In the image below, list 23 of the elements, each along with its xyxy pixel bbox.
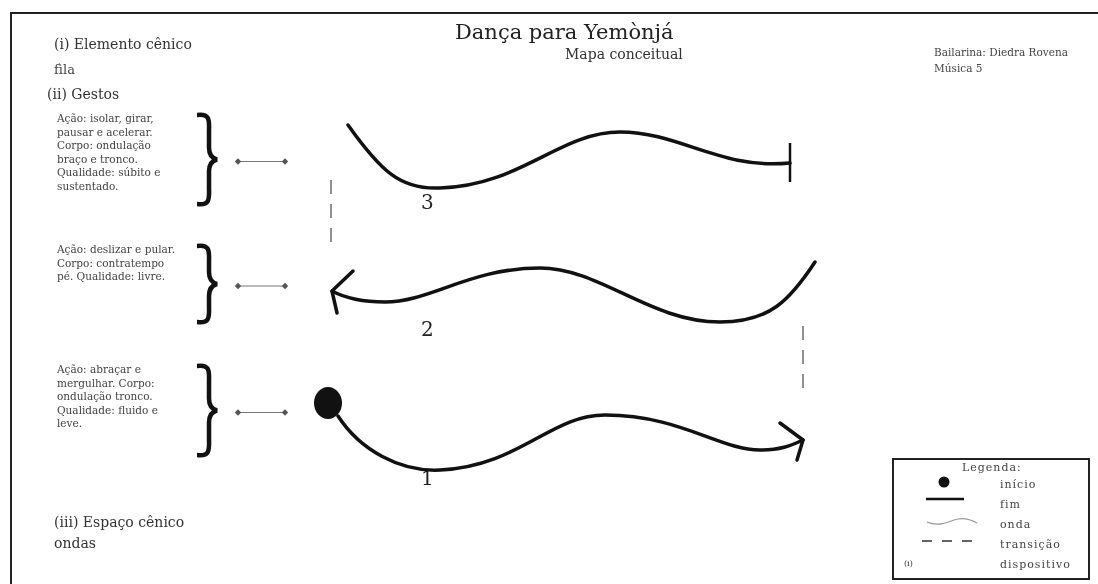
connector-line <box>234 409 289 416</box>
connector-line <box>234 282 289 290</box>
connector-line <box>234 158 289 165</box>
legend-sample-text: (i) <box>904 559 913 568</box>
music-number: Música 5 <box>934 62 983 74</box>
subtitle: Mapa conceitual <box>565 46 683 62</box>
legend-label: dispositivo <box>1000 558 1071 571</box>
legend-label: início <box>1000 478 1037 491</box>
legend-title: Legenda: <box>962 461 1022 474</box>
gesture-description: Ação: deslizar e pular. Corpo: contratempo pé. Qualidade: livre. <box>57 243 176 284</box>
scene-space-heading: (iii) Espaço cênico <box>54 514 185 530</box>
legend-label: fim <box>1000 498 1022 511</box>
legend-label: transição <box>1000 538 1061 551</box>
scene-element-value: fìla <box>54 62 75 77</box>
scene-space-value: ondas <box>54 535 96 551</box>
gesture-description: Ação: isolar, girar, pausar e acelerar. Corpo: ondulação braço e tronco. Qualidade: súbito e sustentado. <box>57 112 162 193</box>
gesture-description: Ação: abraçar e mergulhar. Corpo: ondulação tronco. Qualidade: fluido e leve. <box>57 363 159 431</box>
dancer-name: Bailarina: Diedra Rovena <box>934 46 1068 58</box>
wave-number: 3 <box>421 190 434 214</box>
scene-element-heading: (i) Elemento cênico <box>54 36 192 52</box>
legend-label: onda <box>1000 518 1032 531</box>
wave-number: 2 <box>421 317 434 341</box>
title: Dança para Yemònjá <box>455 20 674 44</box>
